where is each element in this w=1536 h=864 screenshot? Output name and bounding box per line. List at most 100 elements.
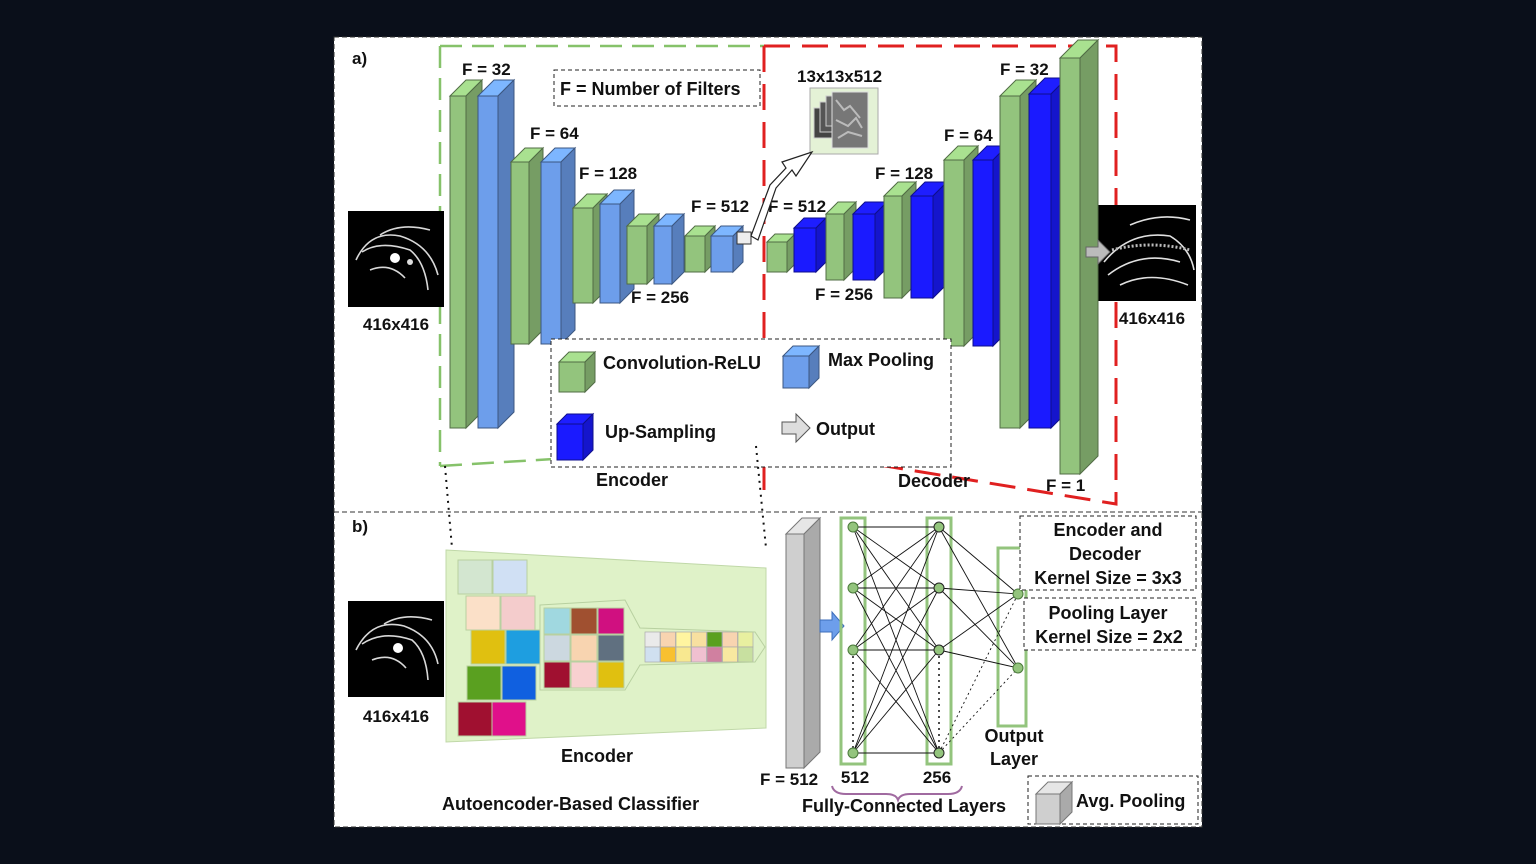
filters-legend-box: [553, 69, 761, 107]
pool-note-line2: Kernel Size = 2x2: [1035, 627, 1183, 647]
enc-pool-64: [539, 146, 577, 346]
output-arrow: [1085, 238, 1111, 266]
feature-cube: [543, 661, 571, 689]
fc2-node: [933, 747, 945, 759]
panel-b-label: b): [352, 517, 368, 536]
kernel-note-line2: Decoder: [1069, 544, 1141, 564]
enc-pool-32: [476, 78, 516, 430]
feature-cube: [457, 701, 493, 737]
input-size-b: 416x416: [363, 707, 429, 726]
enc-pool-512: [709, 224, 745, 274]
fc2-node: [933, 521, 945, 533]
fc2-node: [933, 644, 945, 656]
enc-conv-256: [625, 212, 661, 286]
dec-filter-32: F = 32: [1000, 60, 1049, 79]
pool-note-line1: Pooling Layer: [1048, 603, 1167, 623]
fc2-node: [933, 582, 945, 594]
fc1-node: [847, 521, 859, 533]
panel-a-label: a): [352, 49, 367, 68]
encoder-label-a: Encoder: [596, 470, 668, 490]
enc-conv-32: [448, 78, 484, 430]
feature-cube: [465, 595, 501, 631]
feature-vector-cell: [660, 646, 676, 663]
feature-map-inset: [809, 87, 879, 155]
dec-conv-256: [824, 200, 858, 282]
feature-vector-cell: [722, 646, 738, 663]
feature-vector-cell: [722, 631, 738, 648]
fc-edge: [938, 526, 1019, 669]
fc-edge: [852, 587, 940, 754]
feature-cube: [570, 607, 598, 635]
feature-vector-cell: [675, 631, 692, 648]
output-image-a: [1098, 205, 1196, 301]
fc-edge: [852, 587, 940, 651]
layer-blocks-a: [448, 38, 1100, 476]
fc-edge: [852, 649, 940, 754]
fc-brace: [831, 785, 963, 804]
bottleneck-arrow: [750, 150, 814, 241]
feature-cube: [457, 559, 493, 595]
fc-label: Fully-Connected Layers: [802, 796, 1006, 816]
input-image-b: [348, 601, 444, 697]
feature-cube: [500, 595, 536, 631]
legend-icons: [555, 344, 821, 462]
feature-outline: [539, 599, 766, 691]
feature-vector-cell: [691, 646, 707, 663]
feature-vector-cell: [691, 631, 707, 648]
legend-box: [550, 338, 952, 468]
avgpool-legend-label: Avg. Pooling: [1076, 791, 1185, 811]
fc-edge: [852, 526, 940, 589]
dec-filter-1: F = 1: [1046, 476, 1085, 495]
output-layer-line2: Layer: [990, 749, 1038, 769]
feature-vector-cell: [706, 631, 723, 648]
legend-pool-label: Max Pooling: [828, 350, 934, 370]
input-image-a: [348, 211, 444, 307]
output-layer-line1: Output: [985, 726, 1044, 746]
classifier-label: Autoencoder-Based Classifier: [442, 794, 699, 814]
dec-filter-64: F = 64: [944, 126, 993, 145]
avgpool-legend-icon: [1034, 780, 1074, 826]
legend-conv-label: Convolution-ReLU: [603, 353, 761, 373]
enc-filter-256: F = 256: [631, 288, 689, 307]
enc-filter-128: F = 128: [579, 164, 637, 183]
feature-cube: [470, 629, 506, 665]
fully-connected-network: [839, 516, 1028, 766]
fc-edge: [938, 593, 1019, 651]
feature-cube: [492, 559, 528, 595]
dec-conv-512: [765, 232, 797, 274]
feature-vector-cell: [660, 631, 676, 648]
figure-border: [333, 36, 1203, 828]
fc-input-arrow: [819, 610, 845, 642]
decoder-label-a: Decoder: [898, 471, 970, 491]
feature-cube: [570, 661, 598, 689]
dec-filter-256: F = 256: [815, 285, 873, 304]
fc1-size: 512: [841, 768, 869, 787]
feature-cube: [543, 634, 571, 662]
feature-vector-cell: [644, 631, 661, 648]
fc-edge: [852, 526, 940, 651]
kernel-note-line1: Encoder and: [1053, 520, 1162, 540]
fc-edge: [938, 526, 1019, 595]
feature-cube: [570, 634, 598, 662]
feature-cube: [597, 634, 625, 662]
legend-pool-icon: [781, 344, 821, 390]
feature-map-size: 13x13x512: [797, 67, 882, 86]
input-size-a: 416x416: [363, 315, 429, 334]
bottleneck-marker: [736, 231, 752, 245]
avgpool-filters: F = 512: [760, 770, 818, 789]
pool-note-box: [1023, 597, 1197, 651]
fc-edge: [938, 587, 1019, 669]
fc-edge: [938, 587, 1019, 595]
feature-cube: [466, 665, 502, 701]
legend-upsample-icon: [555, 412, 595, 462]
dec-up-256: [851, 200, 889, 282]
encoder-feature-cubes: [457, 559, 766, 737]
fc2-size: 256: [923, 768, 951, 787]
feature-cube: [491, 701, 527, 737]
dec-filter-128: F = 128: [875, 164, 933, 183]
legend-output-arrow-icon: [781, 412, 811, 444]
enc-conv-64: [509, 146, 545, 346]
enc-filter-64: F = 64: [530, 124, 579, 143]
fc-edge: [852, 526, 940, 754]
